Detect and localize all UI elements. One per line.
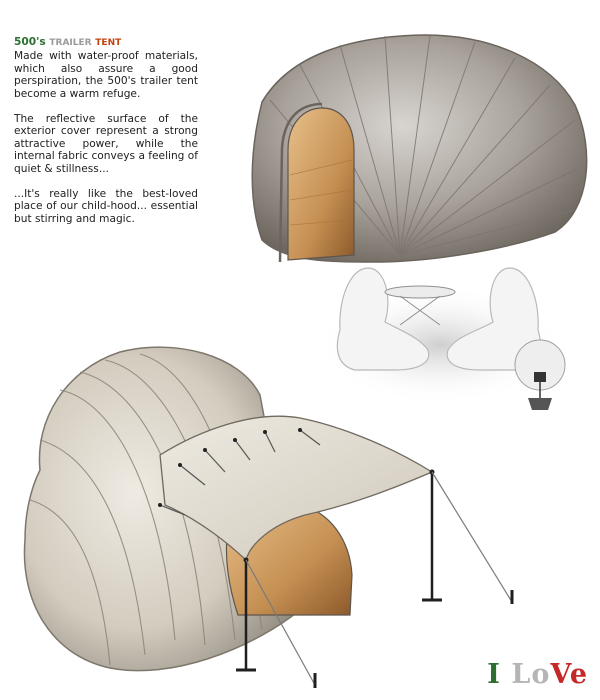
interior-vignette: [315, 267, 566, 410]
bottom-tent: [23, 346, 514, 688]
brand-ve: Ve: [550, 659, 588, 690]
title-500: 500's: [14, 36, 46, 48]
brand-lo: Lo: [511, 659, 551, 690]
brand-i: I: [487, 659, 501, 690]
title-tent: TENT: [95, 38, 122, 48]
i-love-brand: I LoVe: [487, 659, 588, 690]
title-trailer: TRAILER: [49, 38, 92, 48]
top-tent: [251, 34, 588, 263]
paragraph-surface: The reflective surface of the exterior c…: [14, 113, 198, 175]
paragraph-childhood: ...It's really like the best-loved place…: [14, 188, 198, 225]
paragraph-materials: Made with water-proof materials, which a…: [14, 50, 198, 100]
description-block: 500's TRAILER TENT Made with water-proof…: [14, 36, 198, 238]
product-title: 500's TRAILER TENT: [14, 36, 198, 49]
